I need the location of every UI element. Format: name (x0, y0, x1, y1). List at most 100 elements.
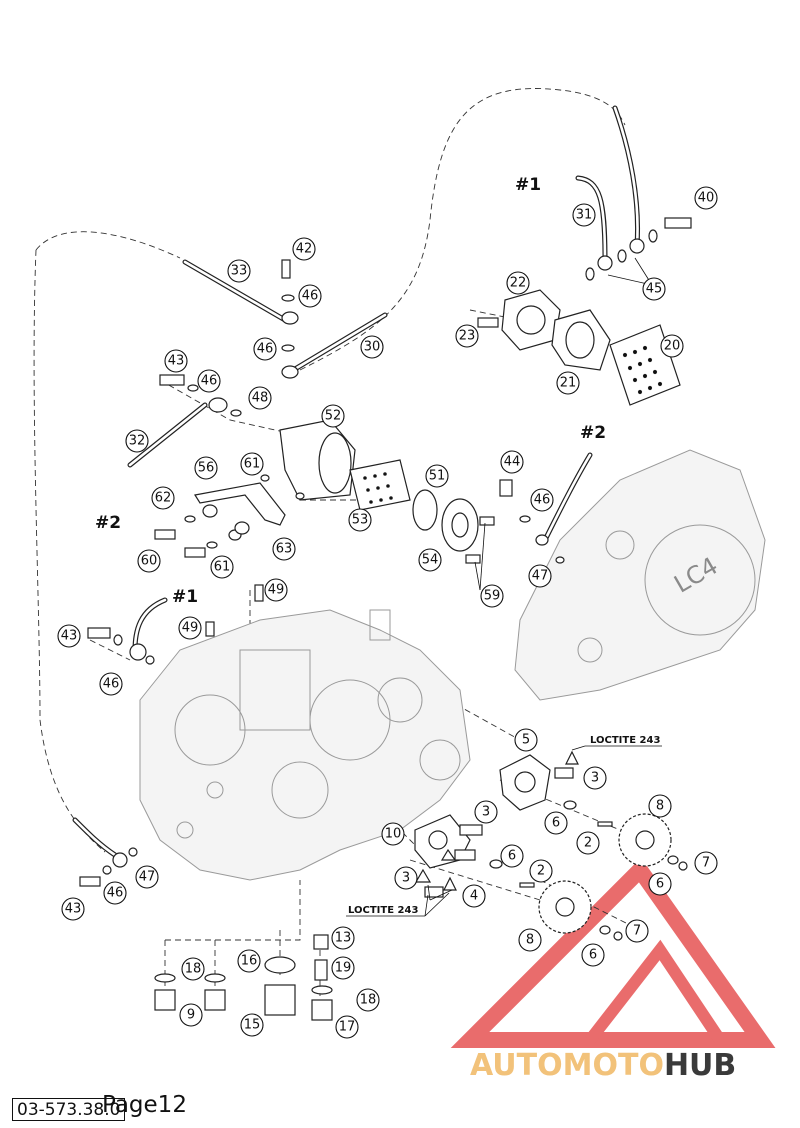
svg-text:23: 23 (459, 329, 476, 344)
callout-6: 6 (500, 844, 524, 868)
svg-text:18: 18 (360, 993, 377, 1008)
callout-46: 46 (99, 672, 123, 696)
svg-text:9: 9 (187, 1008, 195, 1023)
svg-text:3: 3 (482, 805, 490, 820)
svg-text:19: 19 (335, 961, 352, 976)
svg-text:48: 48 (252, 391, 269, 406)
svg-text:60: 60 (141, 554, 158, 569)
callout-2: 2 (576, 831, 600, 855)
callout-44: 44 (500, 450, 524, 474)
callout-52: 52 (321, 404, 345, 428)
svg-text:46: 46 (103, 677, 120, 692)
callout-33: 33 (227, 259, 251, 283)
callout-6: 6 (544, 811, 568, 835)
page-label: Page12 (102, 1092, 187, 1118)
svg-text:49: 49 (268, 583, 285, 598)
callout-63: 63 (272, 537, 296, 561)
crankcase-outline (139, 609, 471, 881)
callout-6: 6 (648, 872, 672, 896)
svg-text:46: 46 (534, 493, 551, 508)
svg-text:6: 6 (656, 877, 664, 892)
svg-text:2: 2 (537, 864, 545, 879)
callout-59: 59 (480, 584, 504, 608)
callout-40: 40 (694, 186, 718, 210)
svg-text:20: 20 (664, 339, 681, 354)
callout-54: 54 (418, 548, 442, 572)
callout-43: 43 (57, 624, 81, 648)
callout-61: 61 (210, 555, 234, 579)
svg-text:45: 45 (646, 282, 663, 297)
svg-text:51: 51 (429, 469, 446, 484)
svg-text:8: 8 (656, 799, 664, 814)
svg-text:3: 3 (591, 771, 599, 786)
oil-hoses (72, 105, 640, 858)
svg-text:56: 56 (198, 461, 215, 476)
loctite-notes: LOCTITE 243 LOCTITE 243 (346, 735, 662, 917)
callout-47: 47 (528, 564, 552, 588)
callout-18: 18 (181, 957, 205, 981)
hose-ref-1-top: #1 (515, 175, 541, 195)
callout-10: 10 (381, 822, 405, 846)
hose-ref-2-left: #2 (95, 513, 121, 533)
watermark-brand-dark: HUB (664, 1048, 736, 1083)
callout-46: 46 (530, 488, 554, 512)
svg-text:54: 54 (422, 553, 439, 568)
svg-text:43: 43 (61, 629, 78, 644)
svg-text:22: 22 (510, 276, 527, 291)
callout-61: 61 (240, 452, 264, 476)
callout-43: 43 (164, 349, 188, 373)
callout-48: 48 (248, 386, 272, 410)
svg-text:6: 6 (552, 816, 560, 831)
svg-text:62: 62 (155, 491, 172, 506)
svg-text:53: 53 (352, 513, 369, 528)
svg-text:46: 46 (257, 342, 274, 357)
watermark-brand-light: AUTOMOTO (470, 1048, 664, 1083)
callout-46: 46 (253, 337, 277, 361)
callout-21: 21 (556, 371, 580, 395)
callout-53: 53 (348, 508, 372, 532)
callout-20: 20 (660, 334, 684, 358)
svg-text:47: 47 (139, 870, 156, 885)
callout-18: 18 (356, 988, 380, 1012)
callout-46: 46 (298, 284, 322, 308)
svg-text:44: 44 (504, 455, 521, 470)
callout-46: 46 (103, 881, 127, 905)
svg-text:46: 46 (302, 289, 319, 304)
svg-text:8: 8 (526, 933, 534, 948)
part-code-label: 03-573.38.0 (12, 1098, 126, 1121)
callout-30: 30 (360, 335, 384, 359)
hose-ref-1-left: #1 (172, 587, 198, 607)
svg-text:16: 16 (241, 954, 258, 969)
callout-3: 3 (394, 866, 418, 890)
callout-4: 4 (462, 884, 486, 908)
svg-text:52: 52 (325, 409, 342, 424)
svg-text:63: 63 (276, 542, 293, 557)
svg-text:17: 17 (339, 1020, 356, 1035)
svg-text:46: 46 (107, 886, 124, 901)
callout-13: 13 (331, 926, 355, 950)
svg-text:6: 6 (589, 948, 597, 963)
callout-47: 47 (135, 865, 159, 889)
svg-text:18: 18 (185, 962, 202, 977)
callout-42: 42 (292, 237, 316, 261)
callout-31: 31 (572, 203, 596, 227)
callout-56: 56 (194, 456, 218, 480)
svg-text:10: 10 (385, 827, 402, 842)
watermark-brand: AUTOMOTOHUB (470, 1048, 736, 1083)
svg-text:46: 46 (201, 374, 218, 389)
svg-text:6: 6 (508, 849, 516, 864)
svg-text:15: 15 (244, 1018, 261, 1033)
callout-19: 19 (331, 956, 355, 980)
svg-text:49: 49 (182, 621, 199, 636)
callout-17: 17 (335, 1015, 359, 1039)
svg-text:3: 3 (402, 871, 410, 886)
callouts: 42 33 46 46 30 43 46 48 52 32 56 61 51 6… (57, 186, 718, 1039)
callout-43: 43 (61, 897, 85, 921)
callout-49: 49 (178, 616, 202, 640)
svg-text:7: 7 (702, 856, 710, 871)
callout-16: 16 (237, 949, 261, 973)
callout-60: 60 (137, 549, 161, 573)
clutch-cover-outline: LC4 (514, 449, 766, 701)
callout-8: 8 (648, 794, 672, 818)
